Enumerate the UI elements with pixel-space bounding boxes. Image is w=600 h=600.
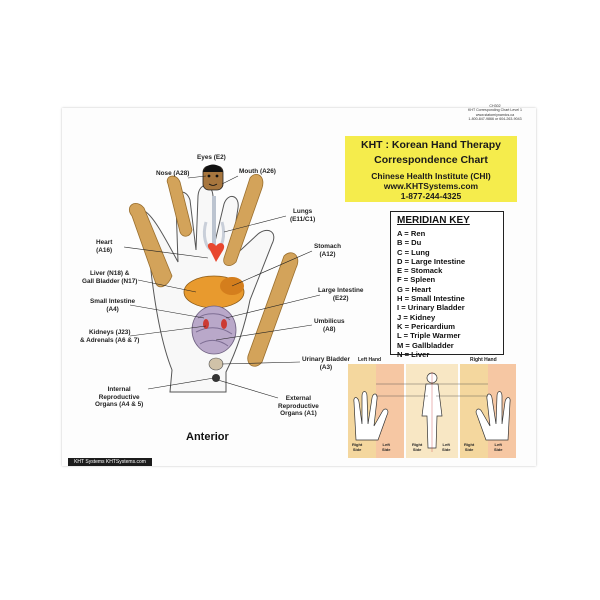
label-large-intestine: Large Intestine(E22) (318, 287, 364, 302)
meridian-key-item: M = Gallbladder (397, 340, 454, 350)
left-arm (128, 203, 173, 288)
heart-shape (207, 243, 225, 262)
meridian-key: MERIDIAN KEY A = Ren B = Du C = Lung D =… (390, 211, 504, 359)
label-liver: Liver (N18) &Gall Bladder (N17) (82, 270, 138, 285)
label-heart: Heart(A16) (96, 239, 113, 254)
meridian-key-item: H = Small Intestine (397, 294, 465, 304)
mini-left-hand-label: Left Hand (358, 357, 382, 363)
corner-info: CH302 KHT Corresponding Chart Level 1 ww… (467, 104, 523, 121)
label-kidneys: Kidneys (J23)& Adrenals (A6 & 7) (80, 329, 140, 344)
chart-title: KHT : Korean Hand Therapy (360, 139, 502, 151)
label-lungs: Lungs(E11/C1) (290, 208, 316, 223)
website: www.KHTSystems.com (383, 181, 479, 191)
meridian-key-item: G = Heart (397, 284, 431, 294)
intestine-shape (191, 305, 237, 355)
view-label: Anterior (186, 431, 229, 443)
title-box: KHT : Korean Hand Therapy Correspondence… (345, 136, 517, 202)
meridian-key-item: B = Du (397, 238, 422, 248)
label-urinary-bladder: Urinary Bladder(A3) (302, 356, 350, 371)
label-mouth: Mouth (A26) (239, 168, 276, 175)
meridian-key-item: L = Triple Warmer (397, 331, 461, 341)
label-stomach: Stomach(A12) (314, 243, 341, 258)
phone-number: 1-877-244-4325 (400, 191, 462, 201)
meridian-key-item: A = Ren (397, 229, 426, 238)
institute-name: Chinese Health Institute (CHI) (371, 171, 491, 181)
right-leg (247, 252, 299, 367)
label-small-intestine: Small Intestine(A4) (90, 298, 136, 313)
meridian-key-item: C = Lung (397, 247, 430, 257)
meridian-key-item: N = Liver (397, 349, 430, 359)
meridian-key-item: J = Kidney (397, 312, 436, 322)
right-arm (223, 174, 264, 266)
meridian-key-item: E = Stomack (397, 266, 443, 276)
upper-left-arm (166, 175, 193, 237)
meridian-key-item: F = Spleen (397, 275, 436, 285)
mini-right-hand-label: Right Hand (470, 357, 497, 363)
label-nose: Nose (A28) (156, 170, 190, 177)
footer-brand: KHT Systems KHTSystems.com (68, 458, 152, 466)
meridian-key-list: A = Ren B = Du C = Lung D = Large Intest… (397, 229, 465, 359)
label-eyes: Eyes (E2) (197, 154, 226, 161)
meridian-key-item: D = Large Intestine (397, 256, 466, 266)
label-umbilicus: Umbilicus(A8) (314, 318, 345, 333)
meridian-key-title: MERIDIAN KEY (397, 215, 470, 226)
chart-subtitle: Correspondence Chart (374, 154, 488, 166)
meridian-key-item: I = Urinary Bladder (397, 303, 465, 313)
bladder-shape (208, 357, 224, 371)
meridian-key-item: K = Pericardium (397, 321, 456, 331)
